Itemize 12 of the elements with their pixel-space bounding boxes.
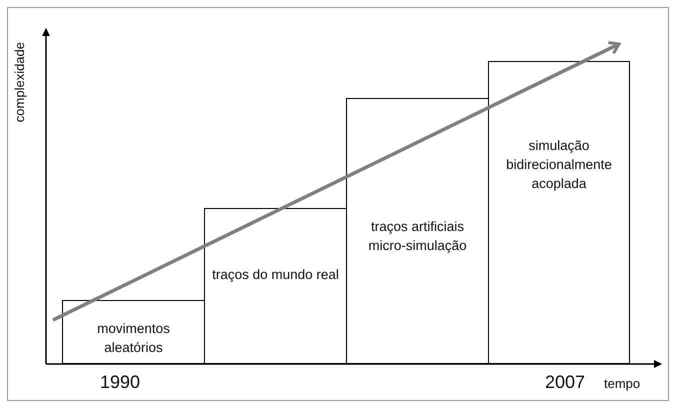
year-label: 2007 xyxy=(545,372,586,393)
stage-box xyxy=(62,300,205,364)
year-label: 1990 xyxy=(100,372,140,393)
stage-box xyxy=(346,98,489,364)
stage-label: movimentos aleatórios xyxy=(96,320,171,357)
axis-title: tempo xyxy=(604,376,640,391)
stage-box xyxy=(204,208,347,364)
stage-label: simulação bidirecionalmente acoplada xyxy=(505,137,613,193)
stage-label: traços artificiais micro-simulação xyxy=(367,218,468,255)
stage-label: traços do mundo real xyxy=(212,266,339,284)
stage-box xyxy=(488,61,630,364)
axis-title: complexidade xyxy=(12,42,27,122)
